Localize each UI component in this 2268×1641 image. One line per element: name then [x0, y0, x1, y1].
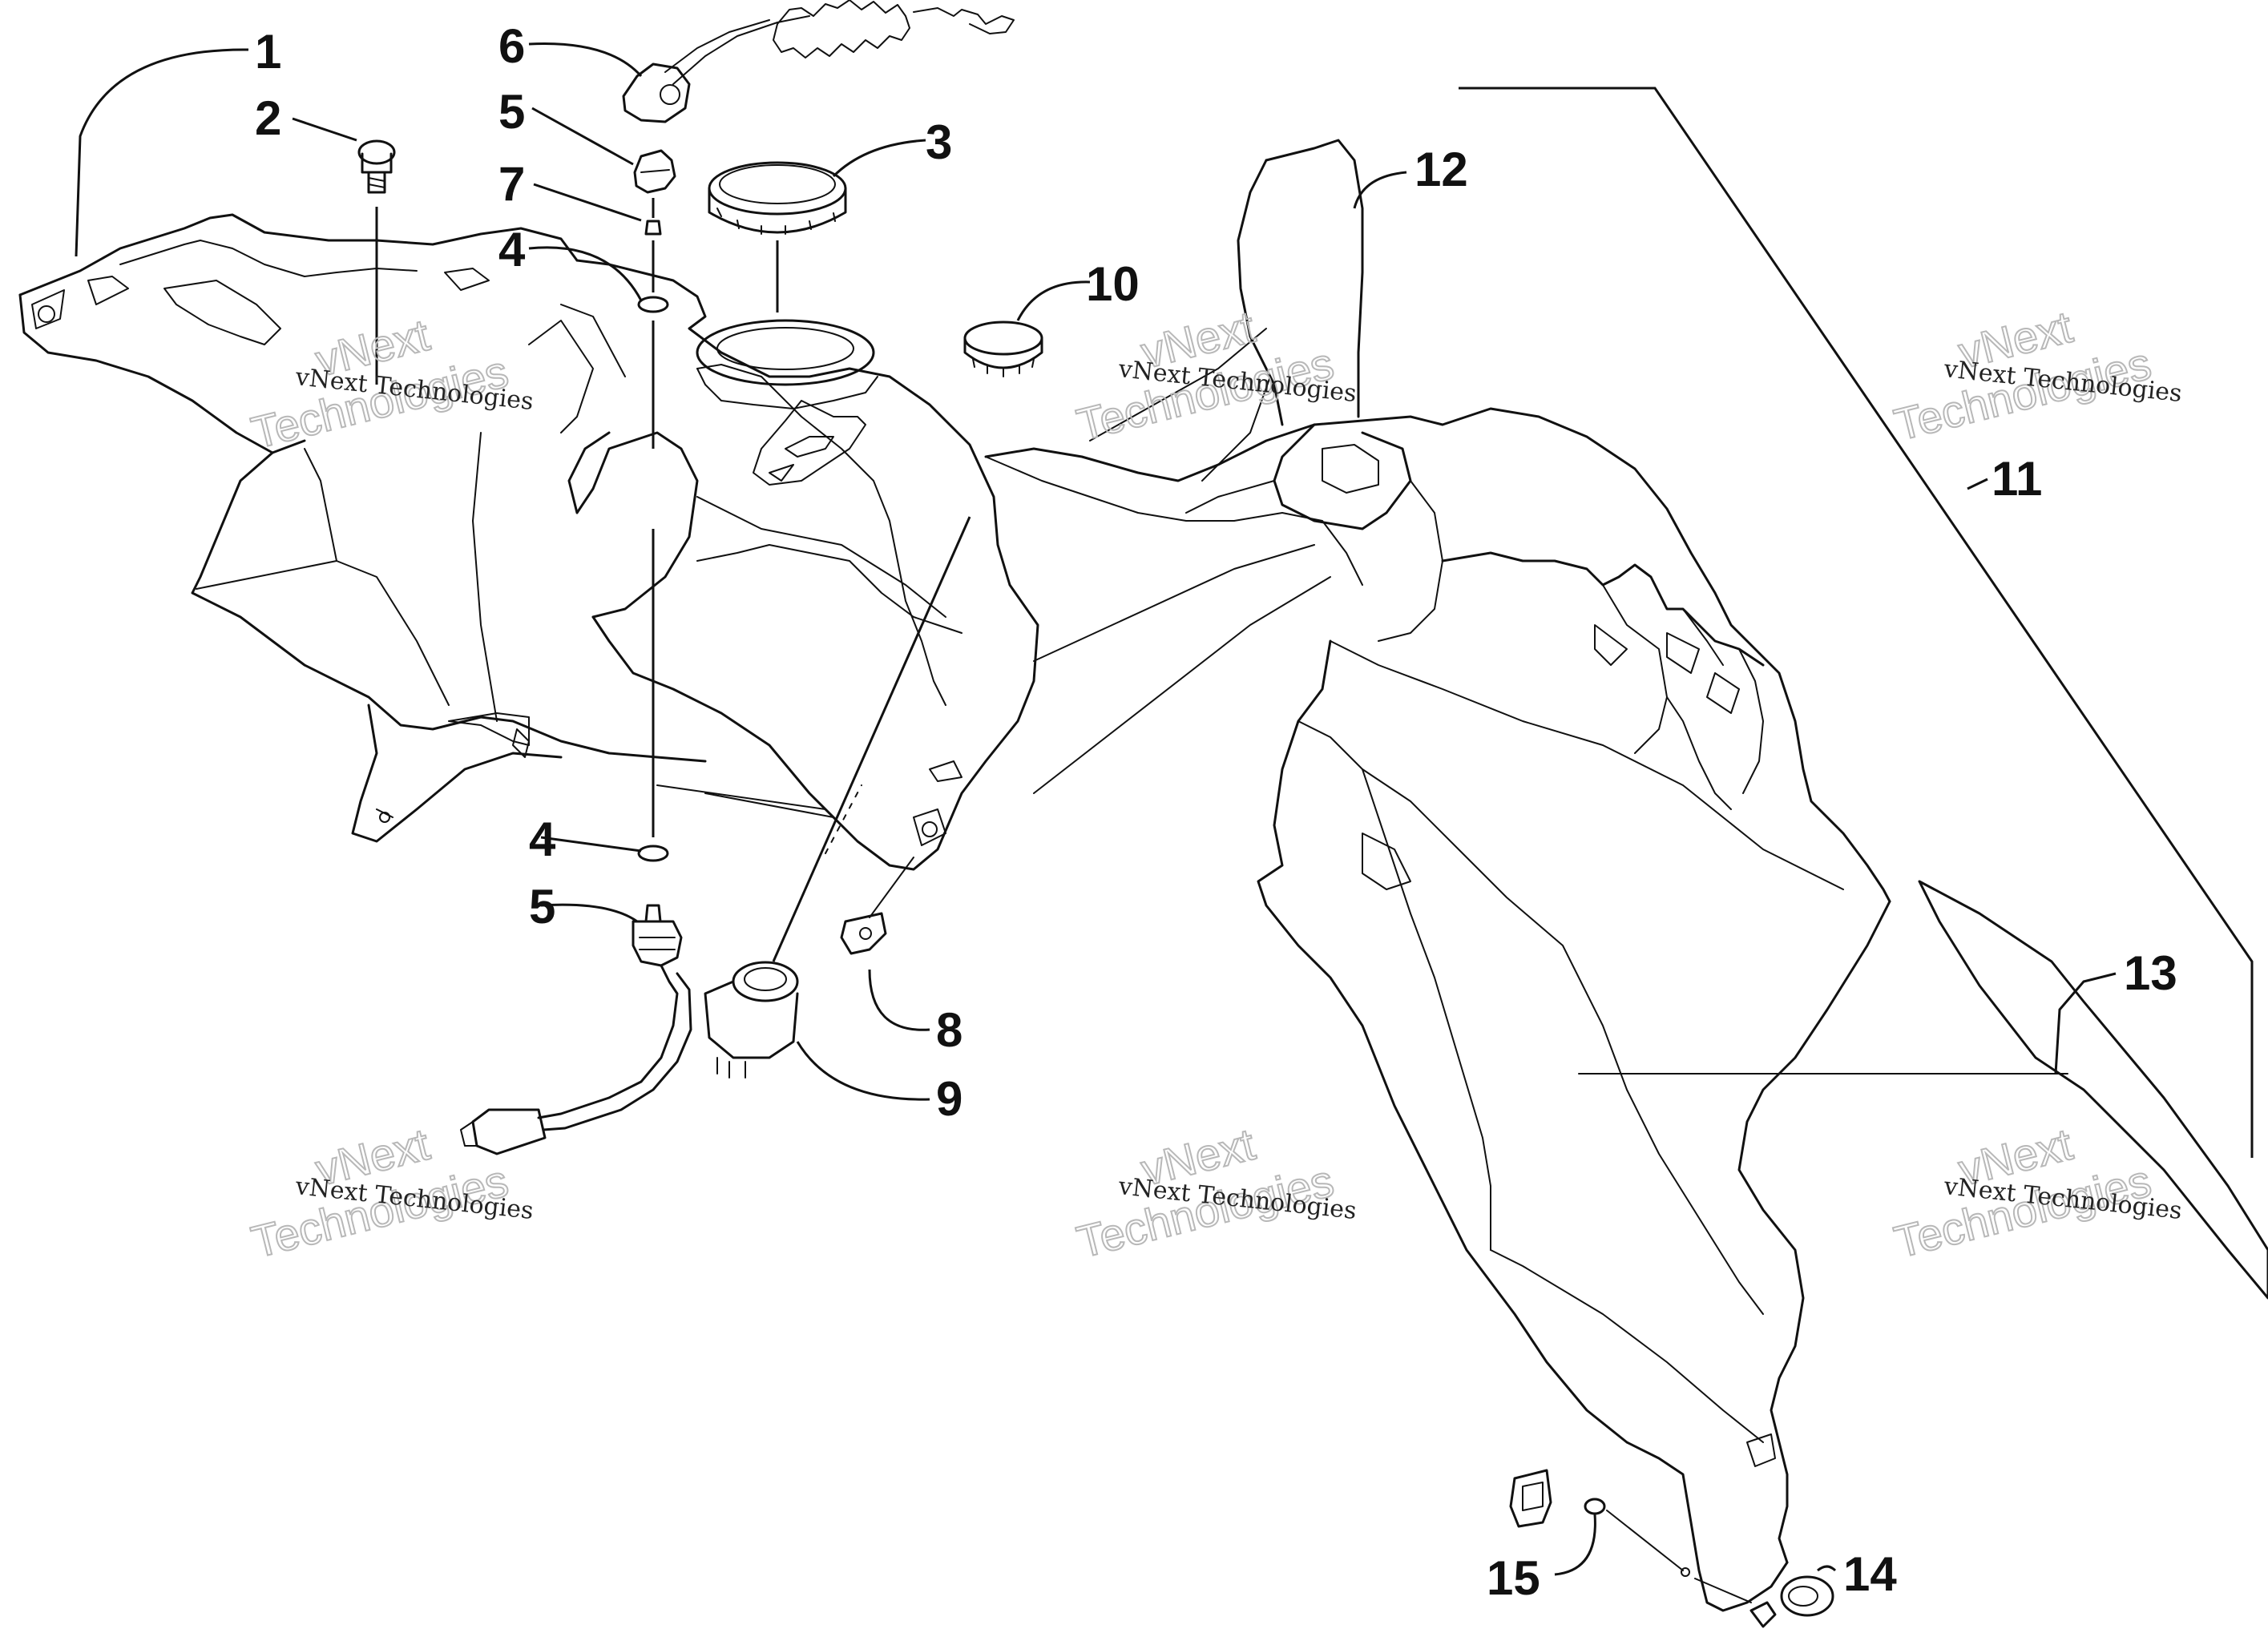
callout-11: 11 [1992, 452, 2042, 506]
callout-13: 13 [2124, 946, 2177, 1000]
small-bolt-part [644, 220, 662, 292]
callout-9: 9 [936, 1072, 962, 1126]
watermark-bottom-left: vNext Technologies vNext Technologies [246, 1118, 535, 1268]
callout-10: 10 [1086, 257, 1140, 311]
watermarks: vNext Technologies vNext Technologies vN… [246, 300, 2184, 1268]
callout-14: 14 [1843, 1547, 1897, 1601]
washer-part-top [637, 296, 669, 449]
lanyard-cap-part [622, 0, 1015, 123]
watermark-top-left: vNext Technologies vNext Technologies [246, 308, 535, 459]
filler-cap-part [963, 321, 1043, 377]
callout-12: 12 [1414, 143, 1468, 196]
callout-5: 5 [498, 85, 525, 139]
callout-4: 4 [498, 223, 526, 276]
watermark-top-right: vNext Technologies vNext Technologies [1889, 300, 2184, 451]
left-body-panel [18, 213, 1039, 871]
watermark-top-middle: vNext Technologies vNext Technologies [1071, 300, 1358, 451]
callout-1: 1 [255, 25, 281, 79]
callout-7: 7 [498, 157, 525, 211]
switch-part [704, 516, 971, 1079]
callout-8: 8 [936, 1003, 962, 1057]
callout-4-lower: 4 [529, 812, 556, 866]
callout-5-lower: 5 [529, 880, 555, 933]
callout-2: 2 [255, 91, 281, 145]
clip-part [840, 857, 914, 955]
ring-part [708, 161, 847, 312]
callout-numbers: 1 2 6 5 7 4 3 10 12 11 13 4 5 8 9 15 14 [255, 19, 2177, 1605]
watermark-bottom-middle: vNext Technologies vNext Technologies [1071, 1118, 1358, 1268]
right-side-panel [984, 87, 2268, 1612]
callout-3: 3 [926, 115, 952, 169]
sensor-part [460, 904, 692, 1155]
washer-part-bottom [637, 529, 669, 862]
grommet-part [633, 149, 676, 218]
callout-15: 15 [1487, 1551, 1540, 1605]
screw-part [357, 139, 396, 385]
callout-6: 6 [498, 19, 525, 73]
clip-nut-part [1509, 1469, 1684, 1571]
watermark-bottom-right: vNext Technologies vNext Technologies [1889, 1118, 2184, 1268]
leader-lines [75, 42, 2117, 1576]
fastener-part [1694, 1575, 1834, 1628]
